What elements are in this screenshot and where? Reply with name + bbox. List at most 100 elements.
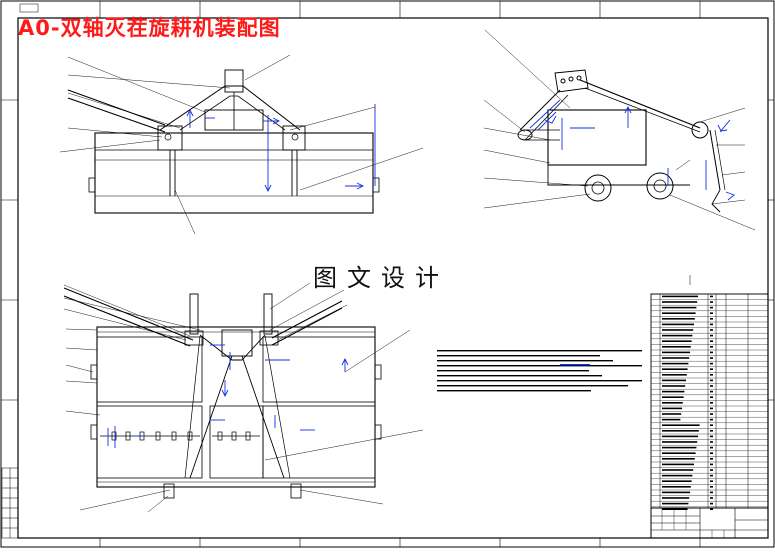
notes-glyph-line [437, 375, 602, 377]
notes-glyph-line [437, 385, 628, 387]
parts-list-row-glyph [662, 446, 697, 449]
parts-list-qty-glyph [710, 480, 713, 482]
parts-list-row-glyph [662, 491, 690, 494]
notes-glyph-line [437, 390, 591, 392]
side-view [483, 29, 756, 231]
parts-list-qty-glyph [710, 458, 713, 460]
notes-glyph-line [437, 350, 642, 352]
parts-list-row-glyph [662, 469, 694, 471]
parts-list-qty-glyph [710, 452, 713, 454]
parts-list-row-glyph [662, 374, 687, 376]
parts-list-row-glyph [662, 385, 686, 387]
parts-list-qty-glyph [710, 379, 713, 382]
parts-list-qty-glyph [710, 295, 713, 298]
parts-list-row-glyph [662, 497, 690, 499]
parts-list-qty-glyph [710, 362, 713, 365]
parts-list-row-glyph [662, 435, 698, 438]
parts-list-qty-glyph [710, 418, 713, 421]
inner-border [17, 17, 769, 539]
parts-list-qty-glyph [710, 306, 713, 309]
parts-list-qty-glyph [710, 340, 713, 342]
parts-list-row-glyph [662, 502, 689, 505]
watermark-text: 图文设计 [313, 264, 449, 292]
parts-list-row-glyph [662, 318, 695, 320]
parts-list-qty-glyph [710, 390, 713, 393]
parts-list-qty-glyph [710, 351, 713, 354]
side-view-dimensions [529, 99, 735, 201]
parts-list-row-glyph [662, 463, 694, 466]
parts-list-qty-glyph [710, 469, 713, 471]
parts-list-qty-glyph [710, 435, 713, 438]
parts-list-row-glyph [662, 329, 694, 331]
parts-list-row-glyph [662, 430, 699, 432]
top-view-dimensions [107, 344, 349, 448]
front-view [59, 54, 424, 235]
parts-list-qty-glyph [710, 486, 713, 488]
parts-list-row-glyph [662, 351, 690, 354]
parts-list-row-glyph [662, 424, 700, 426]
drawing-title: A0-双轴灭茬旋耕机装配图 [18, 16, 281, 40]
notes-glyph-line [437, 355, 600, 357]
parts-list-qty-glyph [710, 413, 713, 415]
parts-list-row-glyph [662, 323, 694, 326]
parts-list-row-glyph [662, 295, 698, 298]
parts-list-row-glyph [662, 357, 690, 359]
parts-list-row-glyph [662, 480, 692, 482]
parts-list-row-glyph [662, 452, 696, 454]
parts-list-row-glyph [662, 379, 686, 382]
parts-list-row-glyph [662, 346, 691, 348]
parts-list-qty-glyph [710, 430, 713, 432]
parts-list-qty-glyph [710, 357, 713, 359]
parts-list-row-glyph [662, 474, 693, 477]
parts-list-row-glyph [662, 362, 689, 365]
parts-list-qty-glyph [710, 368, 713, 370]
parts-list-row-glyph [662, 407, 682, 410]
parts-list-row-glyph [662, 368, 688, 370]
parts-list-qty-glyph [710, 424, 713, 426]
parts-list-qty-glyph [710, 385, 713, 387]
parts-list-qty-glyph [710, 497, 713, 499]
notes-glyph-line [437, 370, 589, 372]
parts-list-row-glyph [662, 418, 681, 421]
parts-list-qty-glyph [710, 407, 713, 410]
notes-glyph-line [437, 380, 642, 382]
parts-list-row-glyph [662, 402, 683, 404]
parts-list-row-glyph [662, 458, 695, 460]
parts-list-row-glyph [662, 312, 696, 314]
parts-list-qty-glyph [710, 402, 713, 404]
parts-list-row-glyph [662, 396, 684, 398]
notes-glyph-line [437, 360, 613, 362]
parts-list-qty-glyph [710, 491, 713, 494]
title-block [650, 507, 769, 539]
parts-list-qty-glyph [710, 463, 713, 466]
notes-glyph-line [437, 365, 642, 367]
parts-list-qty-glyph [710, 474, 713, 477]
parts-list-qty-glyph [710, 346, 713, 348]
parts-list-qty-glyph [710, 441, 713, 443]
parts-list-row-glyph [662, 301, 698, 303]
parts-list-row-glyph [662, 486, 691, 488]
parts-list-qty-glyph [710, 301, 713, 303]
sheet-code-box [19, 3, 39, 13]
parts-list-row-glyph [662, 508, 688, 510]
parts-list-row-glyph [662, 441, 698, 443]
parts-list-qty-glyph [710, 508, 713, 510]
parts-list-qty-glyph [710, 446, 713, 449]
parts-list-qty-glyph [710, 374, 713, 376]
top-view [63, 282, 424, 513]
parts-list-qty-glyph [710, 396, 713, 398]
parts-list-row-glyph [662, 413, 682, 415]
parts-list-row-glyph [662, 340, 692, 342]
parts-list-qty-glyph [710, 334, 713, 337]
front-view-dimensions [186, 104, 376, 193]
parts-list-qty-glyph [710, 323, 713, 326]
parts-list-qty-glyph [710, 318, 713, 320]
parts-list-row-glyph [662, 306, 697, 309]
parts-list-qty-glyph [710, 502, 713, 505]
parts-list-row-glyph [662, 390, 685, 393]
